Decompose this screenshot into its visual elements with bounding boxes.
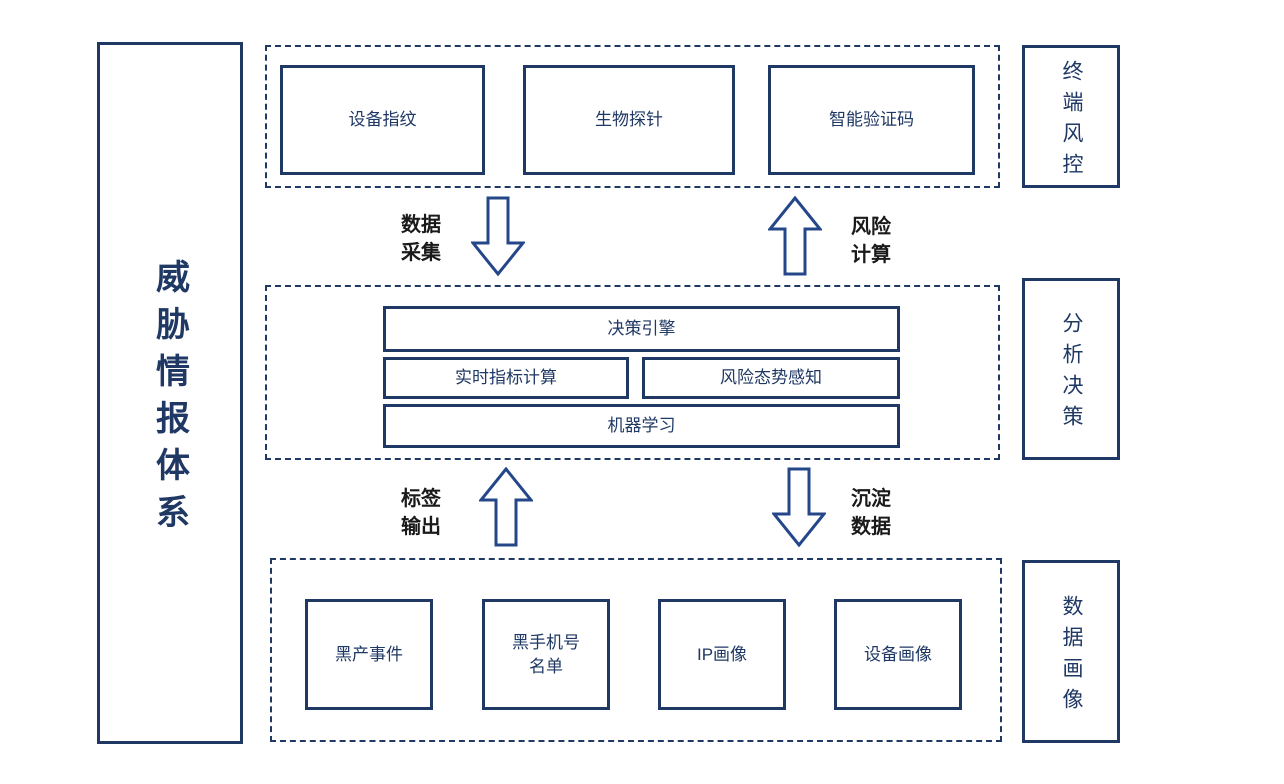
side-label-terminal-risk-box: 终端风控 xyxy=(1022,45,1120,188)
box-black-phone-list: 黑手机号 名单 xyxy=(482,599,610,710)
title-box: 威胁情报体系 xyxy=(97,42,243,744)
analysis-decision-section: 决策引擎 实时指标计算 风险态势感知 机器学习 xyxy=(265,285,1000,460)
box-device-profile: 设备画像 xyxy=(834,599,962,710)
side-label-data-profile-box: 数据画像 xyxy=(1022,560,1120,743)
box-ip-profile: IP画像 xyxy=(658,599,786,710)
tag-output-up-arrow-icon xyxy=(479,467,533,547)
label-data-collect: 数据 采集 xyxy=(401,214,441,264)
risk-calc-up-arrow-icon xyxy=(768,196,822,276)
box-realtime-metrics-label: 实时指标计算 xyxy=(455,368,557,387)
diagram-title: 威胁情报体系 xyxy=(150,258,189,541)
terminal-risk-section: 设备指纹 生物探针 智能验证码 xyxy=(265,45,1000,188)
box-realtime-metrics: 实时指标计算 xyxy=(383,357,629,399)
box-decision-engine-label: 决策引擎 xyxy=(607,319,676,338)
box-smart-captcha: 智能验证码 xyxy=(768,65,975,175)
side-label-analysis-decision-box: 分析决策 xyxy=(1022,278,1120,460)
box-black-events: 黑产事件 xyxy=(305,599,433,710)
data-deposit-down-arrow-icon xyxy=(772,467,826,547)
box-bio-probe-label: 生物探针 xyxy=(595,110,663,129)
box-smart-captcha-label: 智能验证码 xyxy=(829,110,914,129)
label-data-deposit: 沉淀 数据 xyxy=(851,488,891,538)
box-ip-profile-label: IP画像 xyxy=(696,644,748,664)
box-machine-learning: 机器学习 xyxy=(383,404,900,448)
data-profile-section: 黑产事件 黑手机号 名单 IP画像 设备画像 xyxy=(270,558,1002,742)
box-black-events-label: 黑产事件 xyxy=(335,644,403,664)
box-risk-situation-label: 风险态势感知 xyxy=(720,368,822,387)
box-black-phone-list-label: 黑手机号 名单 xyxy=(512,632,580,676)
data-collect-down-arrow-icon xyxy=(471,196,525,276)
box-decision-engine: 决策引擎 xyxy=(383,306,900,352)
box-machine-learning-label: 机器学习 xyxy=(607,416,676,435)
box-device-fingerprint-label: 设备指纹 xyxy=(348,110,417,129)
box-bio-probe: 生物探针 xyxy=(523,65,735,175)
box-risk-situation: 风险态势感知 xyxy=(642,357,900,399)
label-risk-calc: 风险 计算 xyxy=(851,216,891,266)
side-label-analysis-decision: 分析决策 xyxy=(1060,312,1083,436)
box-device-fingerprint: 设备指纹 xyxy=(280,65,485,175)
label-tag-output: 标签 输出 xyxy=(401,488,441,538)
side-label-data-profile: 数据画像 xyxy=(1060,594,1083,719)
box-device-profile-label: 设备画像 xyxy=(864,644,932,664)
side-label-terminal-risk: 终端风控 xyxy=(1060,59,1083,184)
